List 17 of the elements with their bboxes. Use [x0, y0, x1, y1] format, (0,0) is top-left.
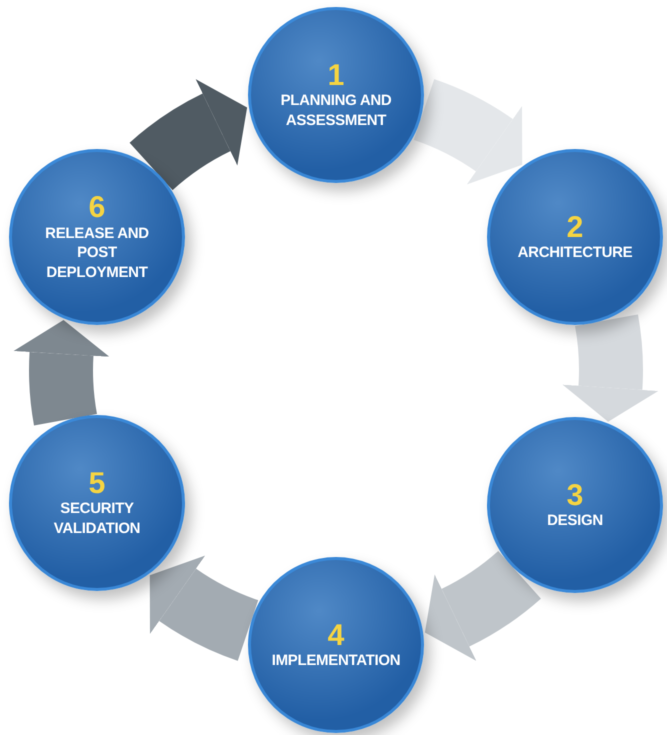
step-number: 5	[88, 468, 106, 500]
step-label: SECURITY VALIDATION	[52, 499, 142, 538]
step-label: IMPLEMENTATION	[272, 651, 400, 670]
step-number: 4	[328, 620, 344, 651]
step-label: DESIGN	[547, 511, 603, 530]
step-number: 6	[88, 192, 106, 224]
arrow	[562, 315, 658, 422]
step-label: ARCHITECTURE	[518, 243, 632, 262]
arrow	[412, 80, 523, 186]
arrow	[425, 550, 540, 660]
arrow	[149, 554, 260, 660]
step-label: RELEASE AND POST DEPLOYMENT	[44, 224, 150, 282]
step-number: 3	[566, 480, 584, 511]
step-number: 1	[328, 60, 344, 92]
step-label: PLANNING AND ASSESSMENT	[280, 91, 392, 130]
step-number: 2	[566, 212, 584, 243]
arrow	[130, 80, 247, 191]
